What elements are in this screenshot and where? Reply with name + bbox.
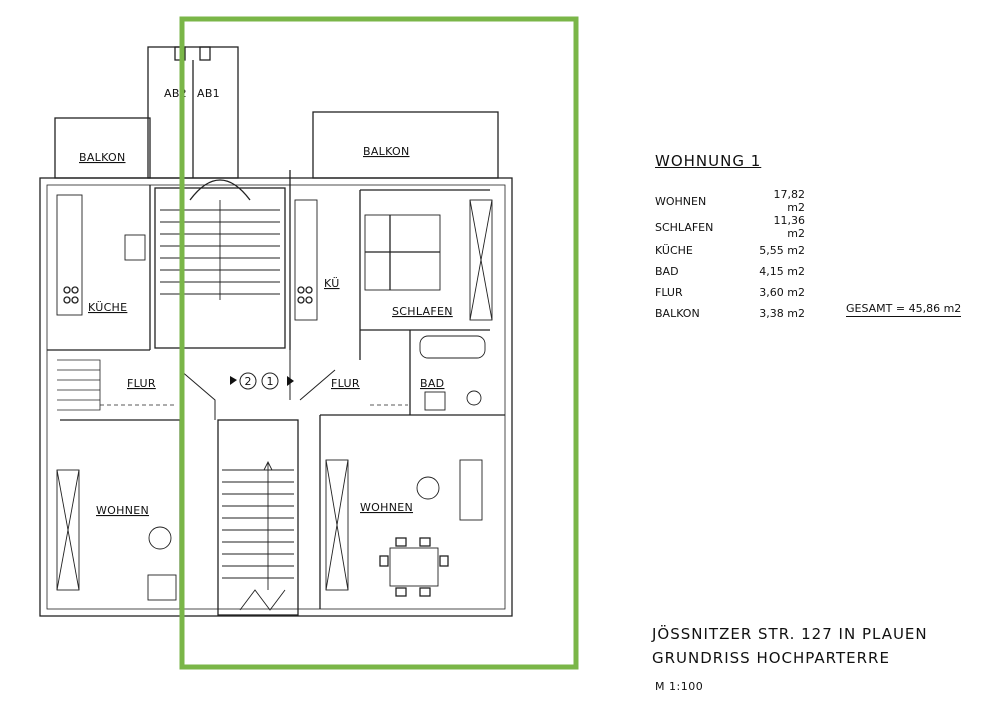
apartment-highlight-frame [179,16,579,670]
small-stair [57,359,101,411]
label-kue: KÜ [324,277,340,290]
area-name: FLUR [655,286,683,299]
area-row: KÜCHE 5,55 m2 [655,240,805,261]
label-schlafen: SCHLAFEN [392,305,453,318]
label-flur-left: FLUR [127,377,156,390]
outer-wall-inner [46,184,506,610]
scale-label: M 1:100 [655,680,704,693]
stair-arc [189,179,251,201]
stair-treads-upper [160,200,280,300]
area-name: BALKON [655,307,700,320]
area-name: SCHLAFEN [655,220,714,234]
plan-subtitle: GRUNDRISS HOCHPARTERRE [652,649,890,667]
stair-treads-lower [222,460,294,611]
area-row: BAD 4,15 m2 [655,261,805,282]
address-block: JÖSSNITZER STR. 127 IN PLAUEN GRUNDRISS … [652,622,928,670]
area-value: 17,82 m2 [773,188,806,214]
label-wohnen-left: WOHNEN [96,504,149,517]
unit-marker-1: 1 [267,375,274,388]
area-row: WOHNEN 17,82 m2 [655,188,805,214]
label-flur-right: FLUR [331,377,360,390]
label-kueche: KÜCHE [88,301,127,314]
area-value: 11,36 m2 [773,214,806,240]
label-balkon-right: BALKON [363,145,410,158]
bathtub [419,335,486,359]
area-row: BALKON 3,38 m2 [655,303,805,324]
area-value: 4,15 m2 [759,265,805,278]
area-row: FLUR 3,60 m2 [655,282,805,303]
unit-markers: 2 1 [230,372,294,390]
area-row: SCHLAFEN 11,36 m2 [655,214,805,240]
window-panels [56,199,493,591]
address-line: JÖSSNITZER STR. 127 IN PLAUEN [652,625,928,643]
balcony-right [312,111,499,179]
kitchen-counter-right [294,199,318,321]
stairwell-lower [217,419,299,616]
apartment-info: WOHNUNG 1 WOHNEN 17,82 m2 SCHLAFEN 11,36… [655,152,995,324]
apartment-title: WOHNUNG 1 [655,152,762,170]
unit-marker-2: 2 [245,375,252,388]
area-value: 5,55 m2 [759,244,805,257]
vent [199,46,211,61]
area-value: 3,60 m2 [759,286,805,299]
area-table: WOHNEN 17,82 m2 SCHLAFEN 11,36 m2 KÜCHE … [655,188,805,324]
plan-walls [39,46,513,617]
stairwell-upper [154,187,286,349]
total-area: GESAMT = 45,86 m2 [846,302,962,317]
area-name: KÜCHE [655,244,693,257]
area-name: WOHNEN [655,194,707,208]
label-bad: BAD [420,377,444,390]
label-ab1: AB1 [197,87,220,100]
outer-wall [39,177,513,617]
label-wohnen-right: WOHNEN [360,501,413,514]
kitchen-counter [56,194,83,316]
table [389,547,439,587]
balcony-left [54,117,151,179]
area-value: 3,38 m2 [759,307,805,320]
plant [416,476,440,500]
label-balkon-left: BALKON [79,151,126,164]
area-name: BAD [655,265,679,278]
